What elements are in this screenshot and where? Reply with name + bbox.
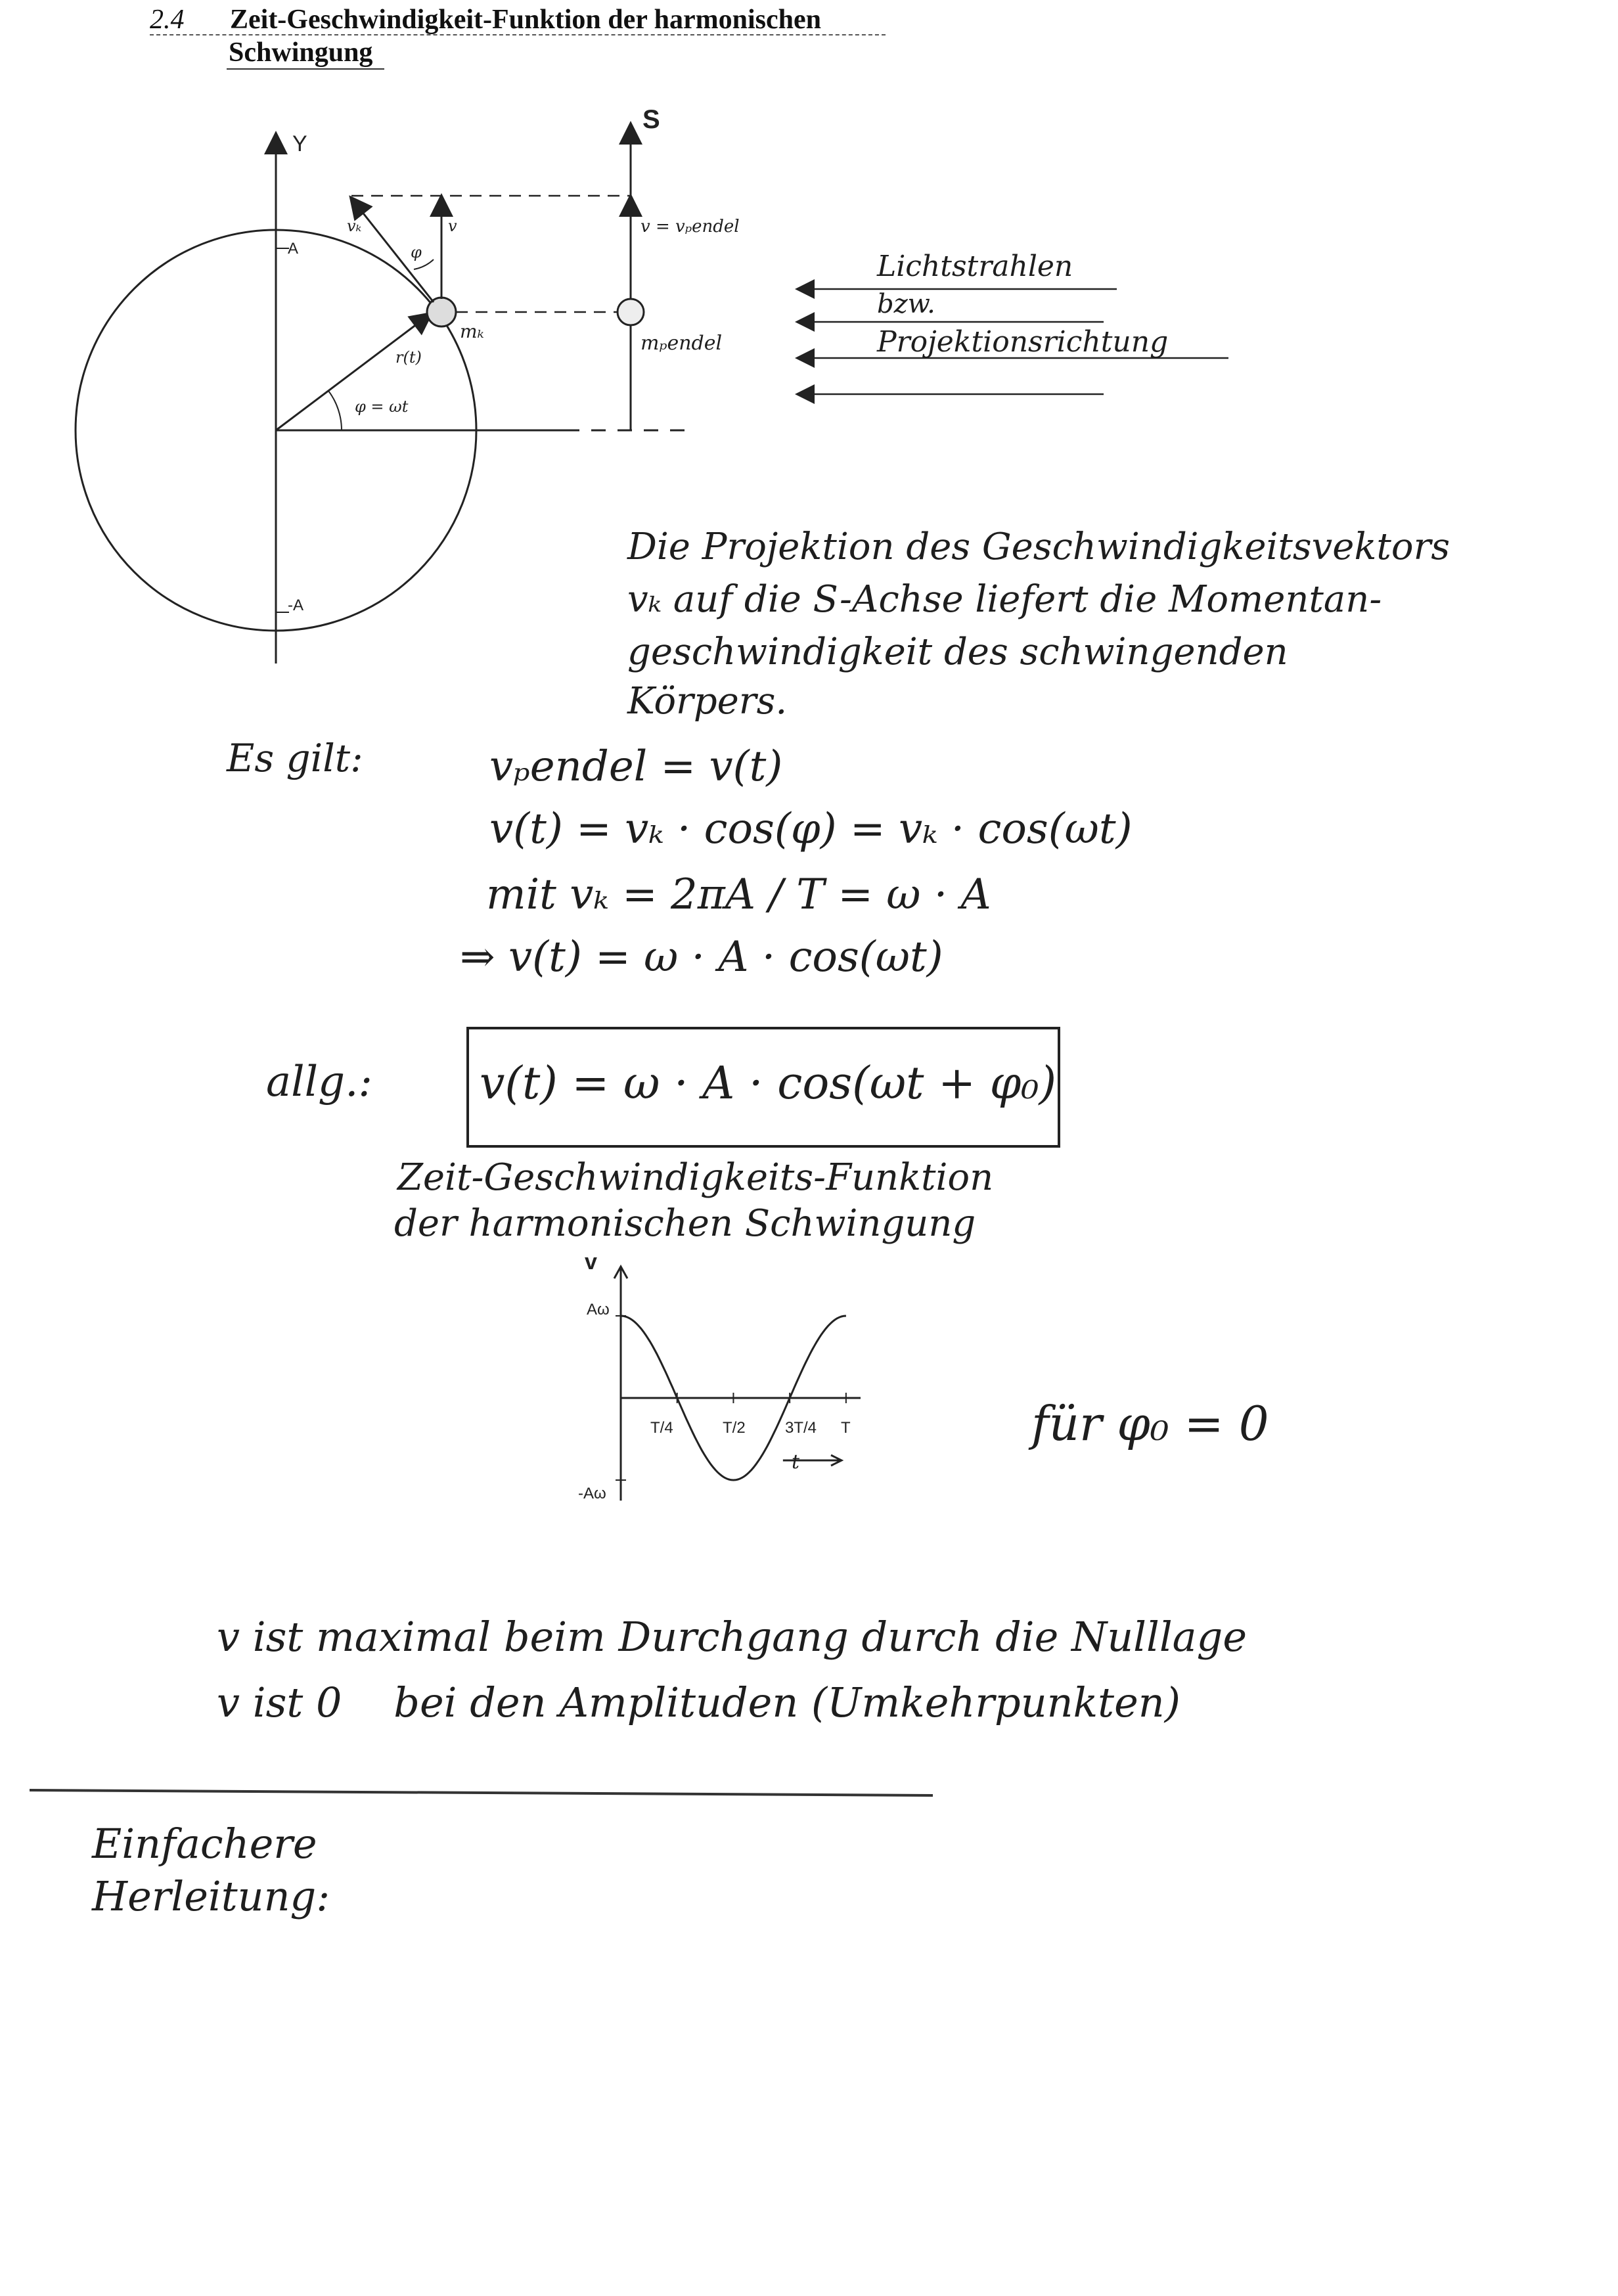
- explanation-line-4: Körpers.: [627, 680, 788, 723]
- page-title-line1: Zeit-Geschwindigkeit-Funktion der harmon…: [230, 5, 821, 35]
- title-underline: [150, 34, 886, 35]
- amplitude-label: A: [288, 240, 299, 258]
- v-label: v: [448, 217, 457, 235]
- minus-amplitude-label: -A: [288, 597, 303, 614]
- condition-text: für φ₀ = 0: [1031, 1396, 1269, 1451]
- conclusion-2: v ist 0 bei den Amplituden (Umkehrpunkte…: [217, 1678, 1180, 1726]
- caption-line-1: Zeit-Geschwindigkeits-Funktion: [397, 1156, 994, 1199]
- s-axis-label: S: [642, 105, 660, 134]
- separator: [29, 1789, 933, 1797]
- chart-xtick-2: T/2: [723, 1419, 746, 1437]
- page-title-line2: Schwingung: [229, 37, 373, 68]
- general-formula-box: [466, 1027, 1060, 1148]
- radius-label: r(t): [395, 348, 422, 367]
- light-rays-1: Lichtstrahlen: [877, 250, 1073, 283]
- caption-line-2: der harmonischen Schwingung: [394, 1202, 976, 1245]
- chart-t-arrowhead: [830, 1454, 844, 1467]
- y-axis-label: Y: [292, 131, 307, 156]
- mk-label: mₖ: [460, 321, 484, 342]
- chart-ytick-bottom: -Aω: [578, 1485, 606, 1502]
- chart-xtick-4: T: [841, 1419, 851, 1437]
- derivation-line-3: mit vₖ = 2πA / T = ω · A: [486, 870, 991, 919]
- explanation-line-2: vₖ auf die S-Achse liefert die Momentan-: [627, 578, 1382, 621]
- phi-label: φ: [411, 243, 422, 261]
- vk-vector: [349, 195, 435, 303]
- footer-note-1: Einfachere: [92, 1820, 317, 1868]
- general-label: allg.:: [266, 1058, 372, 1106]
- footer-note-2: Herleitung:: [92, 1872, 330, 1920]
- title-underline-2: [227, 68, 384, 70]
- chart-ytick-top: Aω: [587, 1301, 610, 1318]
- angle-label: φ = ωt: [355, 397, 409, 416]
- v-pendel-label: v = vₚendel: [640, 217, 740, 236]
- general-formula: v(t) = ω · A · cos(ωt + φ₀): [480, 1058, 1057, 1110]
- chart-xtick-1: T/4: [650, 1419, 673, 1437]
- conclusion-1: v ist maximal beim Durchgang durch die N…: [217, 1613, 1247, 1661]
- derivation-line-4: ⇒ v(t) = ω · A · cos(ωt): [460, 933, 943, 981]
- explanation-line-3: geschwindigkeit des schwingenden: [627, 631, 1288, 673]
- chart-ylabel: v: [585, 1249, 597, 1274]
- vk-label: vₖ: [347, 217, 362, 235]
- light-rays-2: bzw.: [877, 289, 935, 319]
- derivation-line-2: v(t) = vₖ · cos(φ) = vₖ · cos(ωt): [489, 805, 1133, 853]
- section-number: 2.4: [150, 5, 185, 35]
- explanation-line-1: Die Projektion des Geschwindigkeitsvekto…: [627, 526, 1450, 568]
- radius-vector: [275, 311, 434, 432]
- light-rays-3: Projektionsrichtung: [877, 325, 1169, 359]
- chart-xlabel: t: [792, 1451, 800, 1474]
- pendel-body: [616, 298, 645, 326]
- es-gilt-label: Es gilt:: [227, 736, 363, 780]
- derivation-line-1: vₚendel = v(t): [489, 742, 783, 791]
- chart-xtick-3: 3T/4: [785, 1419, 817, 1437]
- m-pendel-label: mₚendel: [640, 332, 723, 355]
- chart-y-arrow: [613, 1264, 629, 1279]
